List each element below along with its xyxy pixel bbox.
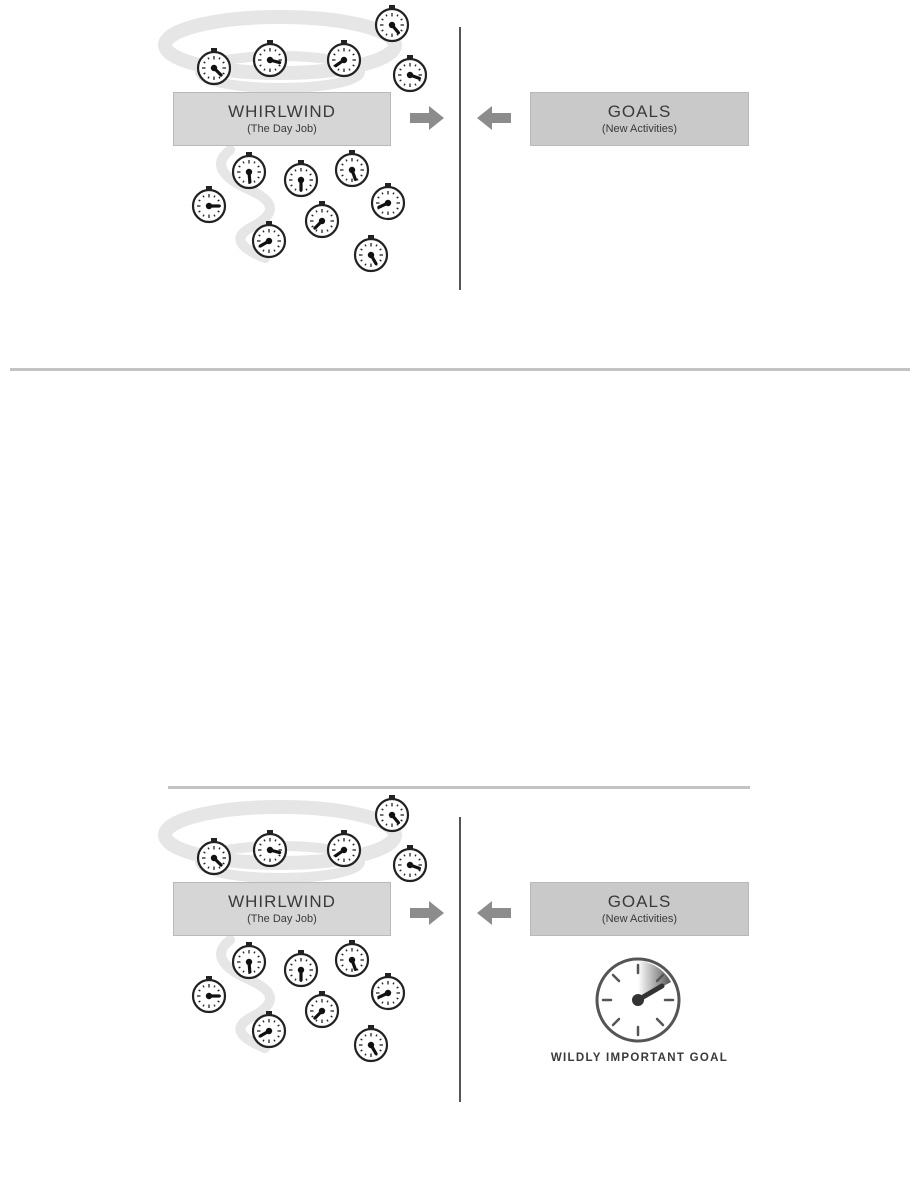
whirlwind-diagram-top: WHIRLWIND (The Day Job) GOALS (New Activ… (0, 0, 918, 320)
whirlwind-title: WHIRLWIND (228, 892, 336, 911)
stopwatch-icon (353, 235, 389, 273)
stopwatch-icon (370, 973, 406, 1011)
stopwatch-icon (196, 48, 232, 86)
right-arrow-icon (410, 901, 444, 925)
stopwatch-icon (334, 150, 370, 188)
stopwatch-icon (353, 1025, 389, 1063)
stopwatch-icon (251, 221, 287, 259)
stopwatch-icon (304, 991, 340, 1029)
section-divider (168, 786, 750, 789)
goals-subtitle: (New Activities) (601, 913, 678, 925)
stopwatch-icon (334, 940, 370, 978)
stopwatch-icon (326, 830, 362, 868)
right-arrow-icon (410, 106, 444, 130)
whirlwind-box: WHIRLWIND (The Day Job) (173, 92, 391, 146)
stopwatch-icon (231, 942, 267, 980)
stopwatch-icon (191, 186, 227, 224)
goals-box: GOALS (New Activities) (530, 882, 749, 936)
stopwatch-icon (251, 1011, 287, 1049)
diagram-art (158, 795, 681, 1102)
goals-box: GOALS (New Activities) (530, 92, 749, 146)
whirlwind-title: WHIRLWIND (228, 102, 336, 121)
whirlwind-subtitle: (The Day Job) (247, 123, 317, 135)
stopwatch-icon (191, 976, 227, 1014)
whirlwind-subtitle: (The Day Job) (247, 913, 317, 925)
stopwatch-icon (392, 845, 428, 883)
stopwatch-icon (252, 830, 288, 868)
left-arrow-icon (477, 901, 511, 925)
goals-title: GOALS (607, 892, 672, 911)
goals-title: GOALS (607, 102, 672, 121)
diagram-art (158, 5, 511, 290)
stopwatch-icon (283, 160, 319, 198)
whirlwind-box: WHIRLWIND (The Day Job) (173, 882, 391, 936)
goals-subtitle: (New Activities) (601, 123, 678, 135)
stopwatch-icon (231, 152, 267, 190)
section-divider (10, 368, 910, 371)
left-arrow-icon (477, 106, 511, 130)
stopwatch-icon (304, 201, 340, 239)
stopwatch-icon (374, 5, 410, 43)
whirlwind-diagram-bottom: WHIRLWIND (The Day Job) GOALS (New Activ… (0, 790, 918, 1110)
stopwatch-icon (196, 838, 232, 876)
stopwatch-icon (326, 40, 362, 78)
stopwatch-icon (374, 795, 410, 833)
stopwatch-icon (283, 950, 319, 988)
stopwatch-icon (252, 40, 288, 78)
gauge-icon (595, 957, 681, 1043)
stopwatch-icon (370, 183, 406, 221)
wig-label: WILDLY IMPORTANT GOAL (550, 1052, 729, 1064)
stopwatch-icon (392, 55, 428, 93)
